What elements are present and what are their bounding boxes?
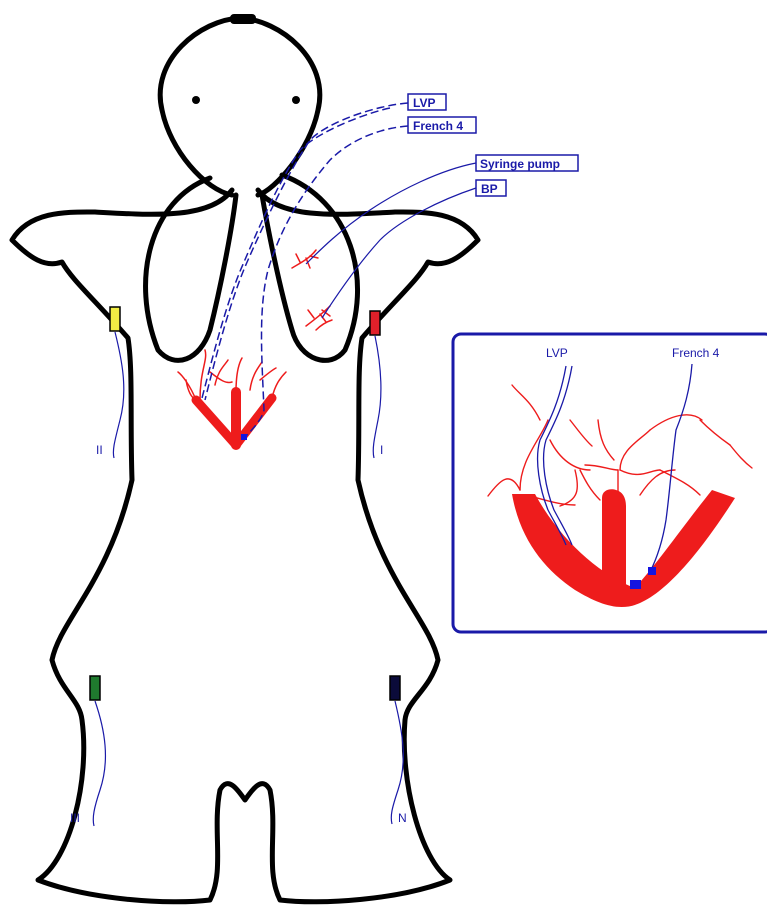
nose-icon	[230, 14, 256, 24]
neck-vessels	[178, 350, 286, 445]
lead-n-label: N	[398, 811, 407, 825]
lead-i-electrode	[370, 311, 380, 335]
lvp-line	[202, 103, 408, 400]
head-outline	[160, 18, 320, 195]
inset-panel: LVP French 4	[453, 334, 767, 632]
rabbit-head	[160, 18, 320, 195]
eye-icons	[192, 96, 300, 104]
lead-ii-electrode	[110, 307, 120, 331]
callout-french4-label: French 4	[413, 119, 463, 133]
callout-french4: French 4	[408, 117, 476, 133]
lead-iii-electrode	[90, 676, 100, 700]
inset-french4-label: French 4	[672, 346, 720, 360]
callout-lvp: LVP	[408, 94, 446, 110]
lead-n-electrode	[390, 676, 400, 700]
callout-bp-label: BP	[481, 182, 498, 196]
callout-syringe-pump-label: Syringe pump	[480, 157, 560, 171]
french4-line	[244, 126, 408, 438]
inset-lvp-label: LVP	[546, 346, 568, 360]
callout-bp: BP	[476, 180, 506, 196]
face-vessels	[292, 250, 332, 330]
lead-iii-label: III	[70, 811, 80, 825]
callout-syringe-pump: Syringe pump	[476, 155, 578, 171]
catheter-tip-main	[241, 434, 247, 440]
lead-i: I	[370, 311, 383, 458]
lead-ii-label: II	[96, 443, 103, 457]
lead-i-label: I	[380, 443, 383, 457]
rabbit-ears	[146, 175, 358, 360]
lead-ii: II	[96, 307, 124, 458]
callout-lvp-label: LVP	[413, 96, 435, 110]
rabbit-body-outline	[12, 190, 478, 902]
